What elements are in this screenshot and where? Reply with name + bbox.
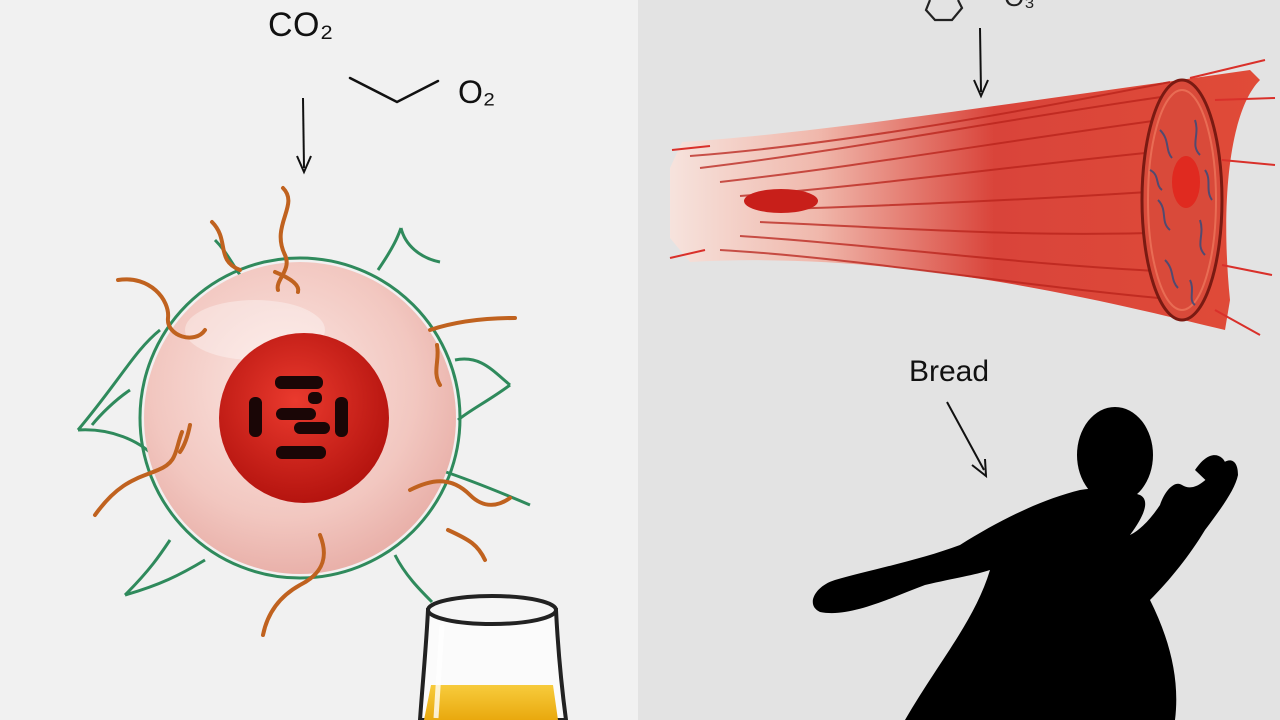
bread-arrow-head bbox=[971, 458, 988, 479]
cross-section-core bbox=[1172, 156, 1200, 208]
down-arrow-left-head bbox=[296, 155, 312, 175]
runner-silhouette bbox=[812, 407, 1238, 720]
cell-filaments bbox=[93, 186, 517, 637]
down-arrow-left bbox=[302, 97, 305, 169]
o2-label: O₂ bbox=[458, 74, 496, 110]
bread-label: Bread bbox=[909, 355, 990, 388]
molecule-bond-line bbox=[348, 76, 440, 104]
beverage-glass bbox=[417, 594, 569, 720]
molecule-ring-partial bbox=[924, 0, 964, 22]
muscle-nucleus bbox=[744, 189, 818, 213]
chromosomes bbox=[249, 376, 348, 459]
down-arrow-right bbox=[979, 27, 982, 93]
co2-label: CO₂ bbox=[268, 6, 334, 44]
o3-label-partial: O₃ bbox=[1004, 0, 1035, 13]
muscle-fiber bbox=[669, 59, 1276, 336]
down-arrow-right-head bbox=[973, 79, 989, 99]
bread-arrow bbox=[946, 401, 985, 471]
